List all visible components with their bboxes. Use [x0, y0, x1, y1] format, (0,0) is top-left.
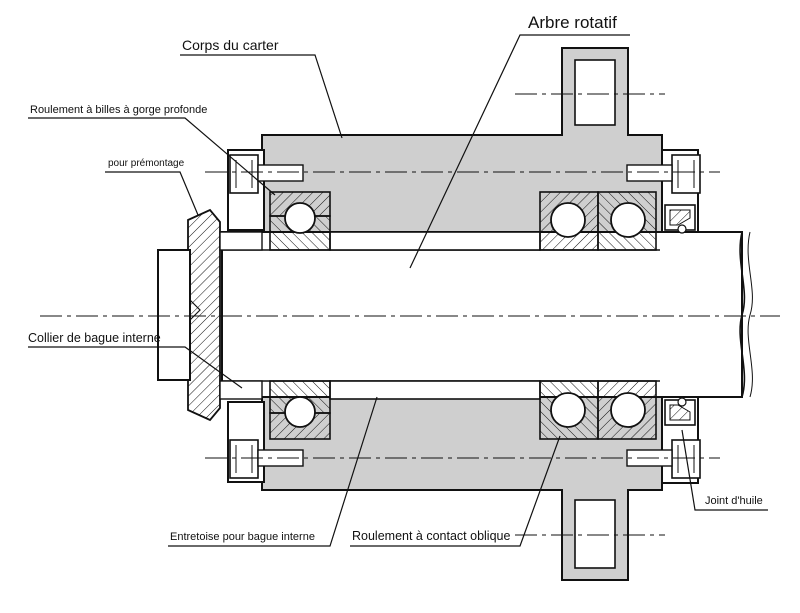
label-collier-bague: Collier de bague interne: [28, 331, 161, 345]
oil-seal-bottom: [664, 397, 696, 426]
angular-contact-bearing-top: [539, 191, 657, 251]
oil-seal-top: [664, 204, 696, 234]
label-roulement-contact: Roulement à contact oblique: [352, 529, 510, 543]
label-joint-huile: Joint d'huile: [705, 495, 763, 507]
rotating-shaft: [221, 231, 753, 398]
lock-nut: [157, 208, 263, 422]
label-pour-premontage: pour prémontage: [108, 158, 185, 169]
angular-contact-bearing-bottom: [539, 380, 657, 440]
deep-groove-ball-bearing-top: [269, 191, 331, 251]
label-arbre-rotatif: Arbre rotatif: [528, 13, 617, 32]
deep-groove-ball-bearing-bottom: [269, 380, 331, 440]
leader-lines: [28, 34, 768, 547]
center-lines: [40, 93, 780, 536]
label-entretoise: Entretoise pour bague interne: [170, 531, 315, 543]
inner-ring-spacer: [329, 231, 541, 400]
cap-screw-top-right: [626, 154, 701, 194]
cap-screw-top-left: [229, 154, 304, 194]
label-corps-du-carter: Corps du carter: [182, 37, 279, 53]
label-roulement-billes: Roulement à billes à gorge profonde: [30, 104, 207, 116]
